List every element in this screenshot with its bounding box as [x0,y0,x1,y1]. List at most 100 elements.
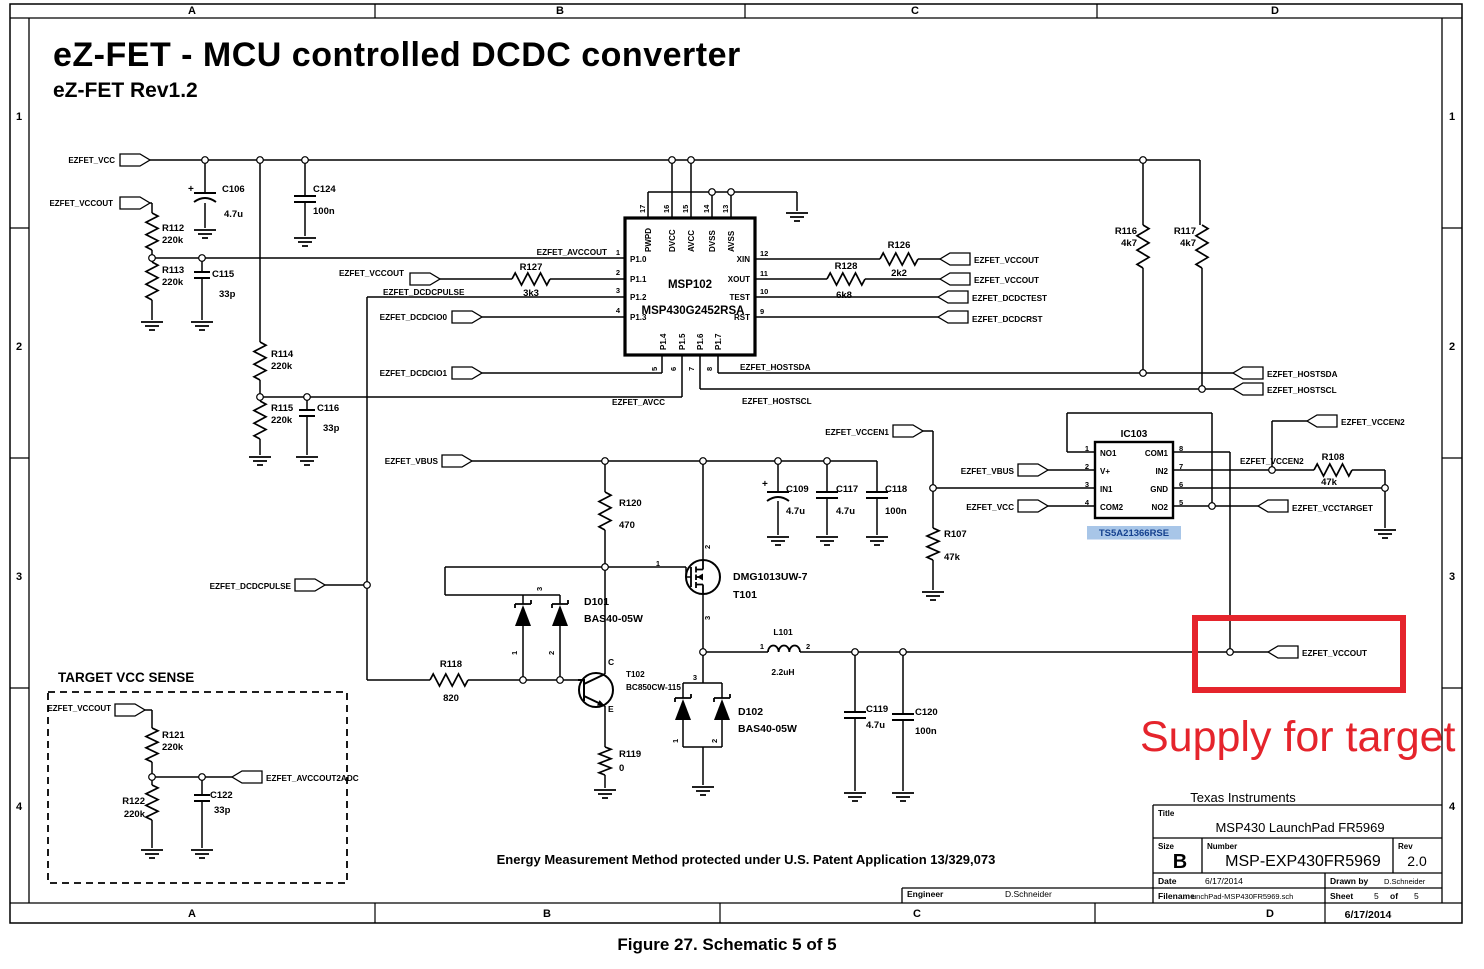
ground-symbol [294,237,316,247]
net-flag-out [1231,366,1264,380]
schematic-label: EZFET_VCCOUT [339,269,404,278]
resistor [879,251,919,267]
schematic-label: 2 [703,545,712,549]
schematic-label: NO1 [1100,449,1117,458]
schematic-label: 3 [616,286,620,295]
schematic-label: EZFET_VCCOUT [47,704,111,713]
title-block-sheet_total: 5 [1414,891,1419,901]
junction-dot [556,676,564,684]
schematic-label: P1.7 [714,333,723,350]
junction-dot [363,581,371,589]
resistor [511,271,551,287]
net-flag-in [451,310,484,324]
net-flag-in [1017,463,1050,477]
column-dividers-top [374,4,1098,18]
schematic-labels: EZFET_VCCEZFET_VCCOUT+C1064.7uC124100nR1… [16,5,1456,921]
title-block-sheet_number: 5 [1374,891,1379,901]
schematic-label: 1 [656,559,660,568]
net-flag-in [1017,499,1050,513]
net-flag-out [230,770,263,784]
border-column-label: C [913,908,921,920]
msp102-chip [623,216,757,357]
schematic-label: EZFET_VCCTARGET [1292,504,1373,513]
junction-dot [303,393,311,401]
schematic-label: EZFET_VCCOUT [1302,649,1367,658]
schematic-label: P1.1 [630,275,647,284]
junction-dot [851,648,859,656]
title-block-footer_date: 6/17/2014 [1345,909,1392,921]
schematic-label: GND [1150,485,1168,494]
schematic-label: 3k3 [523,288,539,299]
schematic-label: R126 [888,240,911,251]
schematic-label: C109 [786,484,809,495]
sheet-frame [9,3,1463,924]
schematic-label: EZFET_VCCEN2 [1240,457,1304,466]
schematic-label: BC850CW-115 [626,683,681,692]
schematic-label: 220k [271,415,293,426]
ground-symbol [194,229,216,239]
schematic-label: 2k2 [891,268,907,279]
ground-symbol [296,456,318,466]
schematic-label: EZFET_VCCOUT [49,199,113,208]
schematic-label: P1.6 [696,333,705,350]
junction-dot [699,457,707,465]
title-block-number_label: Number [1207,842,1237,851]
diode-triangle [714,699,730,720]
schematic-label: COM2 [1100,503,1124,512]
junction-dot [774,457,782,465]
capacitor [892,713,914,721]
net-flag-in [892,424,925,438]
column-dividers-bottom [374,903,1326,923]
schematic-label: BAS40-05W [584,613,643,625]
schematic-label: C124 [313,184,336,195]
schematic-label: C [608,657,614,667]
ground-symbol [816,536,838,546]
schematic-label: MSP102 [668,279,712,291]
diode-triangle [675,699,691,720]
resistor [144,261,160,301]
border-row-label: 1 [16,111,22,123]
ground-symbol [786,212,808,222]
schematic-label: IN2 [1156,467,1169,476]
schematic-label: 220k [271,361,293,372]
capacitor-polarized [193,197,217,203]
schematic-label: 4.7u [224,209,243,220]
schematic-label: C106 [222,184,245,195]
net-flag-in [119,196,152,210]
red-annotation-box [1192,615,1406,693]
row-dividers [10,227,1462,689]
ic103-chip [1093,440,1175,520]
schematic-label: COM1 [1145,449,1169,458]
ground-symbol [767,536,789,546]
schematic-label: R116 [1115,226,1137,237]
schematic-label: E [608,704,614,714]
junction-dot [601,563,609,571]
resistor [429,672,469,688]
schematic-label: EZFET_DCDCRST [972,315,1043,324]
schematic-label: C119 [866,704,888,715]
junction-dot [148,254,156,262]
schematic-label: XIN [737,255,751,264]
schematic-label: 0 [619,763,624,774]
supply-for-target-annotation: Supply for target [1140,713,1456,761]
junction-dot [601,457,609,465]
schematic-label: 4.7u [786,506,805,517]
resistor [144,727,160,763]
schematic-label: EZFET_HOSTSDA [1267,370,1338,379]
net-flag-out [1305,414,1338,428]
ground-symbol [141,849,163,859]
schematic-label: 100n [915,726,937,737]
ground-symbol [594,789,616,799]
title-block-rev: 2.0 [1407,853,1427,869]
schottky-cathode [674,694,692,702]
schematic-label: XOUT [728,275,750,284]
schematic-label: C118 [885,484,907,495]
schematic-label: 2 [547,651,556,655]
capacitor [816,491,838,499]
schematic-label: 6 [669,367,678,371]
schematic-label: 12 [760,249,768,258]
schematic-label: R112 [162,223,184,234]
ground-symbol [141,321,163,331]
schematic-label: 15 [681,205,690,213]
